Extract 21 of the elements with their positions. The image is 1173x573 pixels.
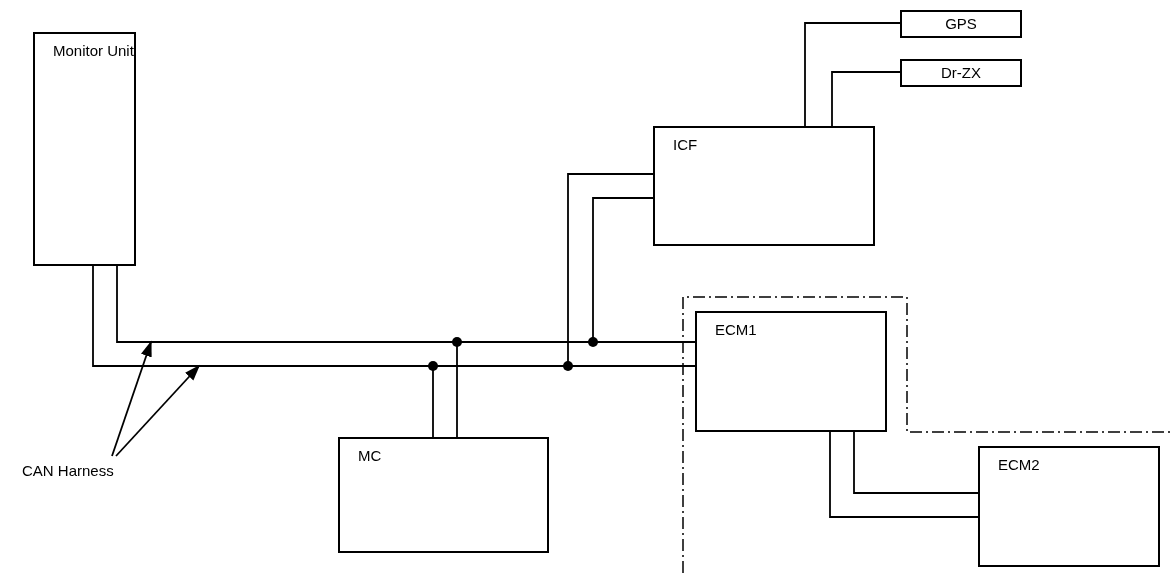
wire <box>831 71 901 127</box>
unit-label: ECM2 <box>998 456 1040 474</box>
unit-box <box>900 10 1022 38</box>
leader-arrow <box>111 340 152 457</box>
unit-label: Monitor Unit <box>53 42 134 60</box>
unit-box <box>653 126 875 246</box>
wire <box>829 431 979 518</box>
wire <box>853 431 979 494</box>
unit-box <box>33 32 136 266</box>
unit-label: ICF <box>673 136 698 154</box>
wire <box>804 22 901 127</box>
unit-label: Dr-ZX <box>941 64 981 82</box>
unit-box <box>338 437 549 553</box>
unit-label: MC <box>358 447 382 465</box>
unit-box <box>695 311 887 432</box>
unit-label: ECM1 <box>715 321 757 339</box>
unit-box <box>978 446 1160 567</box>
unit-box <box>900 59 1022 87</box>
leader-arrow <box>115 364 201 457</box>
unit-label: GPS <box>945 15 977 33</box>
harness-label: CAN Harness <box>22 462 152 480</box>
